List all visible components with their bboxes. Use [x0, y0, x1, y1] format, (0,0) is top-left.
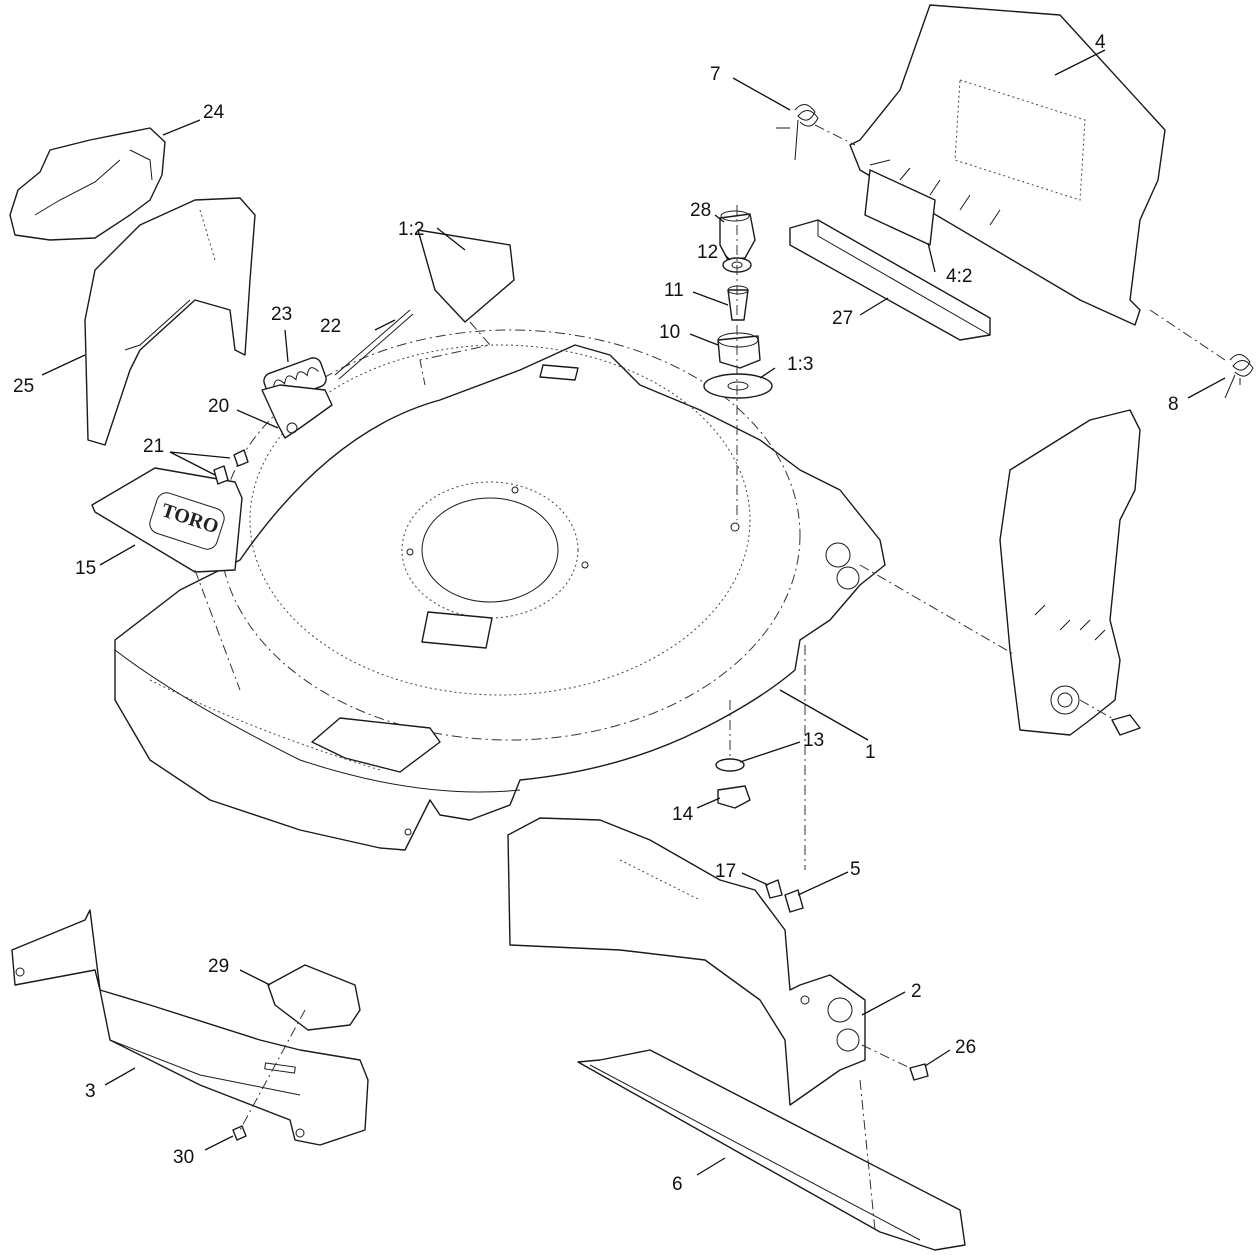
screw-part-26 [909, 1063, 929, 1081]
callout-label: 23 [271, 304, 292, 325]
callout-label: 1 [865, 742, 876, 763]
leader-lines [41, 49, 1226, 1176]
nut-part-14 [717, 785, 751, 809]
callout-label: 4:2 [946, 266, 972, 287]
cover-part-24 [9, 127, 166, 241]
callout-label: 20 [208, 396, 229, 417]
deflector-part-6 [577, 1049, 966, 1251]
callout-label: 3 [85, 1081, 96, 1102]
mower-deck-part [114, 329, 886, 851]
foot-part-29 [267, 964, 361, 1031]
callout-labels: 1 1:2 1:3 2 3 4 4:2 5 6 7 8 10 11 12 13 … [13, 32, 1179, 1195]
rear-flap-part-25 [84, 197, 256, 446]
hinge-bracket-part-20 [261, 384, 333, 439]
rod-part-22 [334, 309, 414, 380]
spacer-part-11 [727, 285, 749, 321]
toro-plate-part-15: TORO [91, 467, 243, 573]
decal-part-4-2 [864, 169, 936, 246]
callout-label: 28 [690, 200, 711, 221]
callout-label: 22 [320, 316, 341, 337]
callout-label: 8 [1168, 394, 1179, 415]
fastener-part-17 [765, 879, 783, 899]
screw-part-30 [232, 1125, 247, 1141]
callout-label: 4 [1095, 32, 1106, 53]
callout-label: 30 [173, 1147, 194, 1168]
callout-label: 7 [710, 64, 721, 85]
rear-door-part-4 [849, 4, 1166, 326]
callout-label: 2 [911, 981, 922, 1002]
callout-label: 13 [803, 730, 824, 751]
foam-part-27 [789, 219, 991, 341]
bolts-part-21 [213, 449, 249, 485]
callout-label: 1:3 [787, 354, 813, 375]
callout-label: 1:2 [398, 219, 424, 240]
callout-label: 25 [13, 376, 34, 397]
washer-part-1-3 [703, 373, 773, 399]
callout-label: 17 [715, 861, 736, 882]
callout-label: 24 [203, 102, 225, 123]
chute-part-2 [507, 817, 866, 1106]
fastener-part-5 [784, 889, 804, 913]
skid-bracket-part-3 [11, 909, 369, 1146]
callout-label: 11 [664, 280, 684, 301]
callout-label: 5 [850, 859, 861, 880]
callout-label: 26 [955, 1037, 976, 1058]
callout-label: 27 [832, 308, 853, 329]
washer-part-13 [715, 758, 745, 772]
nut-part-10 [717, 332, 761, 369]
side-bracket-part [999, 409, 1141, 736]
torsion-spring-part-7 [776, 104, 819, 161]
hardware-part-28 [719, 210, 756, 261]
decal-part-1-2 [417, 229, 515, 386]
callout-label: 29 [208, 956, 229, 977]
callout-label: 15 [75, 558, 96, 579]
callout-label: 6 [672, 1174, 683, 1195]
callout-label: 21 [143, 436, 164, 457]
callout-label: 10 [659, 322, 680, 343]
callout-label: 12 [697, 242, 718, 263]
torsion-spring-part-8 [1224, 354, 1254, 399]
callout-label: 14 [672, 804, 694, 825]
